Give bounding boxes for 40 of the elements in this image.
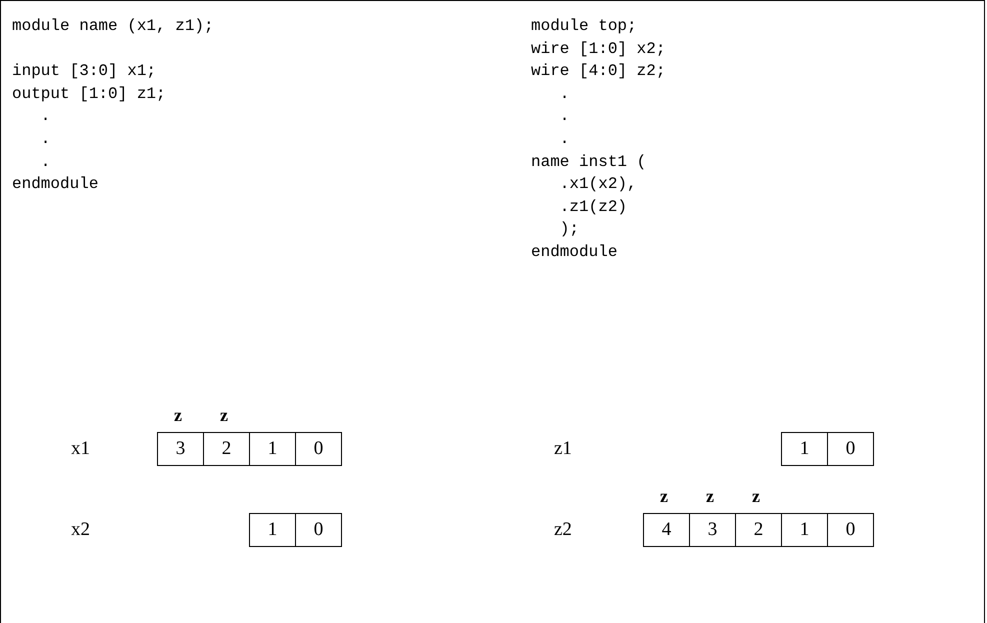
code-line: . [40,106,50,126]
bit-mark: z [706,486,714,506]
bit-cell: 4 [643,513,690,547]
bit-cell: 0 [827,432,874,466]
signal-name: z2 [554,520,572,540]
code-line: ); [558,219,580,240]
bit-cell: 3 [689,513,736,547]
code-line: . [40,129,50,149]
code-line: . [558,106,570,126]
bit-cell: 2 [735,513,782,547]
bit-mark: z [220,405,228,425]
code-line: .z1(z2) [558,196,628,217]
bit-mark: z [752,486,760,506]
code-line: wire [4:0] z2; [531,61,666,82]
code-line: endmodule [12,174,98,194]
bit-cell: 3 [157,432,204,466]
code-line: output [1:0] z1; [12,84,166,104]
signal-name: z1 [554,439,572,459]
bit-cell: 0 [295,432,342,466]
signal-name: x2 [71,520,90,540]
code-line: . [558,84,570,104]
signal-name: x1 [71,439,90,459]
code-line: module name (x1, z1); [12,16,214,36]
bit-cell: 1 [781,432,828,466]
bit-cell: 1 [781,513,828,547]
code-line: input [3:0] x1; [12,61,156,82]
bit-cell: 1 [249,432,296,466]
bit-cell: 0 [295,513,342,547]
code-line: .x1(x2), [558,174,637,194]
code-line: name inst1 ( [531,152,646,172]
bit-mark: z [174,405,182,425]
code-line: . [40,152,50,172]
code-line: module top; [531,16,637,36]
bit-cell: 1 [249,513,296,547]
bit-mark: z [660,486,668,506]
bit-cell: 2 [203,432,250,466]
code-line: endmodule [531,242,618,262]
code-line: wire [1:0] x2; [531,38,666,59]
code-line: . [558,129,570,149]
bit-cell: 0 [827,513,874,547]
